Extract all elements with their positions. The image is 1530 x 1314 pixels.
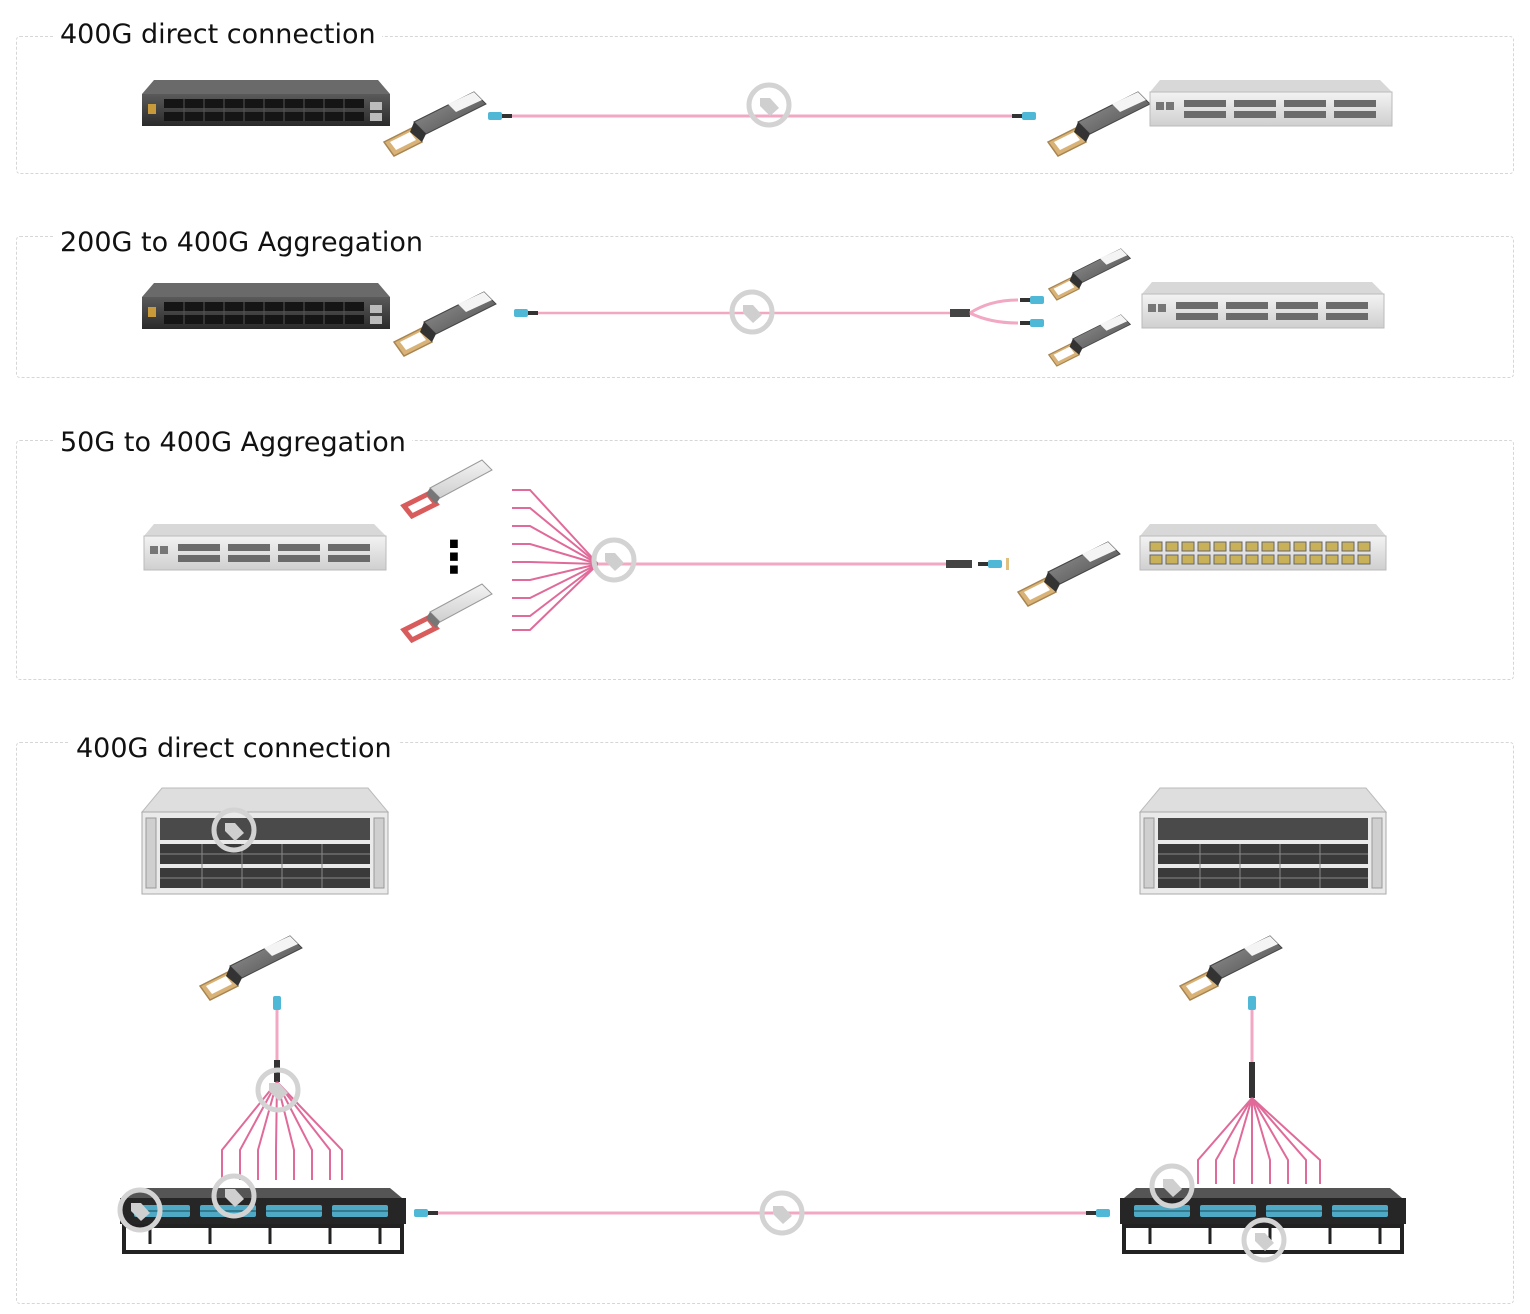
mpo-connector [414,1209,438,1217]
mpo-connector [1020,296,1044,304]
qsfp-dd-transceiver [1047,91,1151,157]
qsfp56-transceiver [1048,248,1132,301]
panel-50g-aggregation [16,440,1514,680]
tag-icon [749,85,789,125]
fanout-breakout-legs [512,489,599,631]
switch-200g [1141,281,1385,329]
switch-400g [141,282,391,330]
mpo-connector [1020,319,1044,327]
switch-400g-left [141,79,391,127]
switch-50g [143,523,387,571]
panel-title: 50G to 400G Aggregation [54,426,412,460]
panel-title: 400G direct connection [54,18,382,52]
chassis-router-left [141,787,389,895]
tag-icon [594,540,634,580]
mpo-connector [488,112,512,120]
sfp56-transceiver [404,584,492,640]
qsfp-dd-transceiver [383,91,487,157]
qsfp-dd-transceiver [393,291,497,357]
panel-200g-aggregation [16,236,1514,378]
mpo-connector [514,309,538,317]
switch-400g [1139,523,1387,571]
panel-400g-direct-2 [16,742,1514,1304]
breakout-legs [969,298,1019,325]
mpo-connector [978,560,1002,568]
qsfp56-transceiver [1048,314,1132,367]
chassis-router-right [1139,787,1387,895]
qsfp-dd-transceiver [1017,541,1121,607]
mpo-connector [1086,1209,1110,1217]
panel-400g-direct-1 [16,36,1514,174]
sfp56-transceiver [404,460,492,516]
switch-400g-right [1149,79,1393,127]
panel-title: 400G direct connection [70,732,398,766]
fiber-cassette-panel-left [118,1186,408,1254]
qsfp-dd-transceiver [1179,935,1283,1001]
fanout-right [1197,996,1321,1184]
ellipsis-indicator: ⋮ [432,532,476,583]
panel-title: 200G to 400G Aggregation [54,226,430,260]
qsfp-dd-transceiver [199,935,303,1001]
mpo-connector [1012,112,1036,120]
